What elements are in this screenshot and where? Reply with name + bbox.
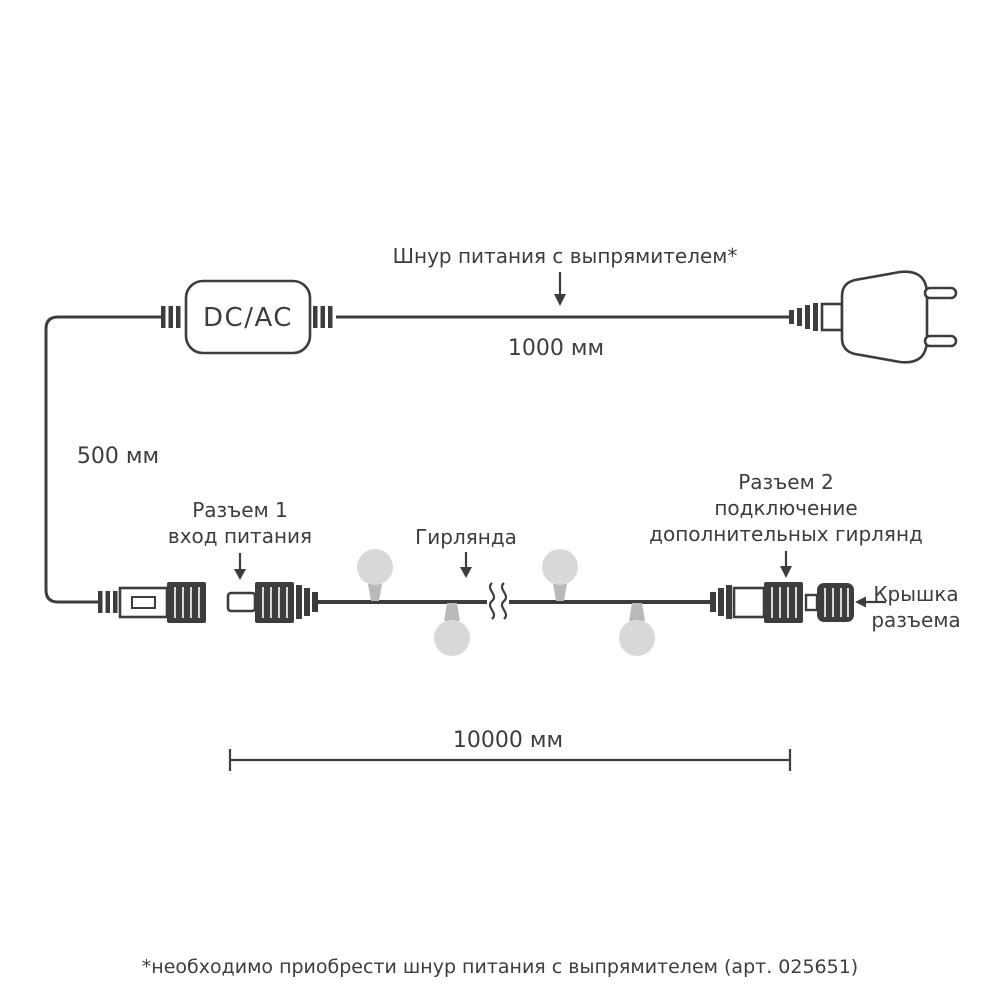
connector2-thread-grooves	[771, 587, 797, 618]
connector-body-slot	[131, 596, 156, 609]
plug-strain-relief	[789, 303, 818, 331]
arrow-down-icon	[460, 567, 472, 578]
garland-section: Разъем 1 вход питания Гирлянда Разъем 2 …	[98, 470, 961, 656]
connector1-arrow	[234, 553, 246, 580]
connector1-label-line2: вход питания	[168, 524, 312, 548]
connector2-coupling-nut	[764, 582, 803, 623]
connector2-label-line1: Разъем 2	[738, 470, 834, 494]
connector-2	[710, 582, 803, 623]
bulb-socket	[368, 584, 382, 601]
bulb-socket	[629, 603, 645, 621]
cap-arrow	[855, 596, 886, 608]
footnote: *необходимо приобрести шнур питания с вы…	[142, 956, 858, 978]
bulb-socket	[444, 603, 460, 621]
bulb-globe	[619, 620, 655, 656]
connector2-label-line3: дополнительных гирлянд	[649, 522, 923, 546]
bulb-globe	[542, 549, 578, 585]
power-cord-section: DC/AC Шнур питания с выпрямителем* 1000 …	[44, 244, 958, 604]
power-cord-arrow	[554, 272, 566, 306]
lead-wire-500mm	[44, 315, 161, 604]
break-squiggle	[488, 582, 496, 620]
garland-label: Гирлянда	[415, 525, 517, 549]
cap-label-line2: разъема	[871, 608, 960, 632]
connector2-strain-relief	[710, 585, 732, 619]
garland-dimension: 10000 мм	[228, 728, 792, 771]
cap-pin	[804, 593, 819, 612]
connector2-body	[732, 586, 766, 619]
power-cord-length-label: 1000 мм	[508, 336, 604, 361]
bulb	[619, 603, 655, 656]
dc-ac-converter-label: DC/AC	[203, 303, 293, 333]
garland-arrow	[460, 552, 472, 578]
connector-1	[226, 582, 318, 623]
wire-break-symbol	[488, 582, 508, 620]
garland-length-label: 10000 мм	[453, 728, 563, 753]
connector1-strain-relief	[296, 585, 318, 619]
arrow-left-icon	[855, 596, 866, 608]
bulb-globe	[434, 620, 470, 656]
connector1-pin	[226, 591, 257, 613]
cap-body	[817, 583, 854, 622]
connector-strain-relief	[98, 591, 118, 613]
converter-right-strain-relief	[313, 306, 333, 328]
bulb	[434, 603, 470, 656]
plug-pin-bottom	[923, 334, 958, 348]
arrow-down-icon	[554, 294, 566, 306]
connector1-thread-grooves	[262, 587, 288, 618]
lead-wire-length-label: 500 мм	[77, 444, 159, 469]
arrow-down-icon	[780, 566, 792, 578]
plug-pin-top	[923, 286, 958, 300]
plug-neck	[820, 302, 844, 332]
plug-body	[840, 270, 929, 364]
connector2-arrow	[780, 551, 792, 578]
coupling-nut	[167, 582, 206, 623]
connector-cap	[804, 583, 854, 622]
bulb	[357, 549, 393, 601]
bulb-globe	[357, 549, 393, 585]
arrow-down-icon	[234, 569, 246, 580]
cap-label-line1: Крышка	[873, 582, 958, 606]
bulb	[542, 549, 578, 601]
connector1-coupling-nut	[255, 582, 294, 623]
power-input-plug-end	[98, 582, 206, 623]
break-squiggle	[500, 582, 508, 620]
power-cord-label: Шнур питания с выпрямителем*	[393, 244, 738, 268]
connector2-label-line2: подключение	[714, 496, 857, 520]
connector1-label-line1: Разъем 1	[192, 498, 288, 522]
coupling-thread-grooves	[174, 587, 200, 618]
bulb-socket	[553, 584, 567, 601]
dc-ac-converter-box	[184, 279, 312, 355]
converter-left-strain-relief	[161, 306, 181, 328]
cap-ridges	[824, 588, 849, 617]
connector-body	[118, 586, 169, 619]
